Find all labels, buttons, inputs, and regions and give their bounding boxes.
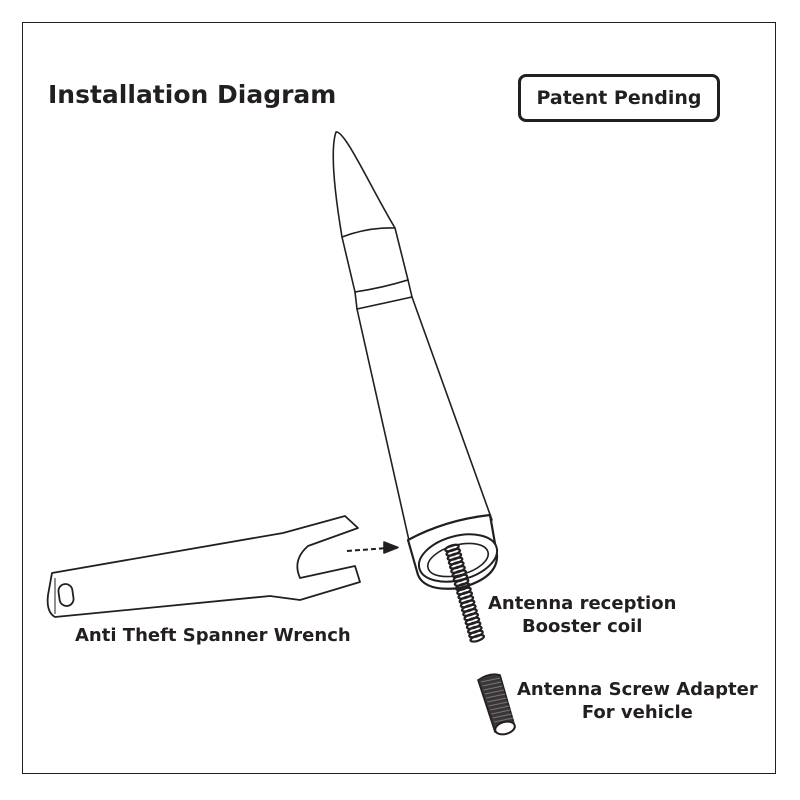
- coil-turn: [469, 633, 486, 643]
- patent-pending-badge: Patent Pending: [518, 74, 720, 122]
- coil-label-line1: Antenna reception: [488, 593, 677, 614]
- adapter-thread: [484, 689, 505, 695]
- antenna-tip: [332, 131, 396, 238]
- adapter-thread: [480, 677, 501, 683]
- booster-coil: [444, 543, 486, 643]
- adapter-thread: [491, 709, 511, 715]
- adapter-thread: [482, 681, 502, 687]
- spanner-wrench: [46, 515, 361, 618]
- adapter-label: Antenna Screw Adapter For vehicle: [517, 678, 758, 724]
- adapter-thread: [493, 717, 514, 723]
- adapter-thread: [488, 701, 508, 707]
- coil-label-line2: Booster coil: [521, 616, 643, 637]
- page-title: Installation Diagram: [48, 80, 337, 109]
- adapter-thread: [483, 685, 503, 691]
- patent-pending-text: Patent Pending: [536, 87, 702, 109]
- adapter-thread: [492, 713, 512, 719]
- adapter-thread: [486, 693, 506, 699]
- antenna-body: [356, 296, 493, 546]
- bullet-antenna: [332, 131, 499, 590]
- coil-label: Antenna reception Booster coil: [488, 592, 676, 638]
- diagram-frame: [22, 22, 776, 774]
- adapter-thread: [487, 697, 507, 703]
- wrench-label: Anti Theft Spanner Wrench: [75, 625, 351, 646]
- adapter-thread: [489, 705, 510, 711]
- adapter-label-line2: For vehicle: [581, 702, 693, 723]
- screw-adapter: [477, 673, 516, 736]
- adapter-label-line1: Antenna Screw Adapter: [517, 679, 758, 700]
- wrench-hole: [57, 583, 75, 607]
- insert-arrow: [346, 541, 399, 554]
